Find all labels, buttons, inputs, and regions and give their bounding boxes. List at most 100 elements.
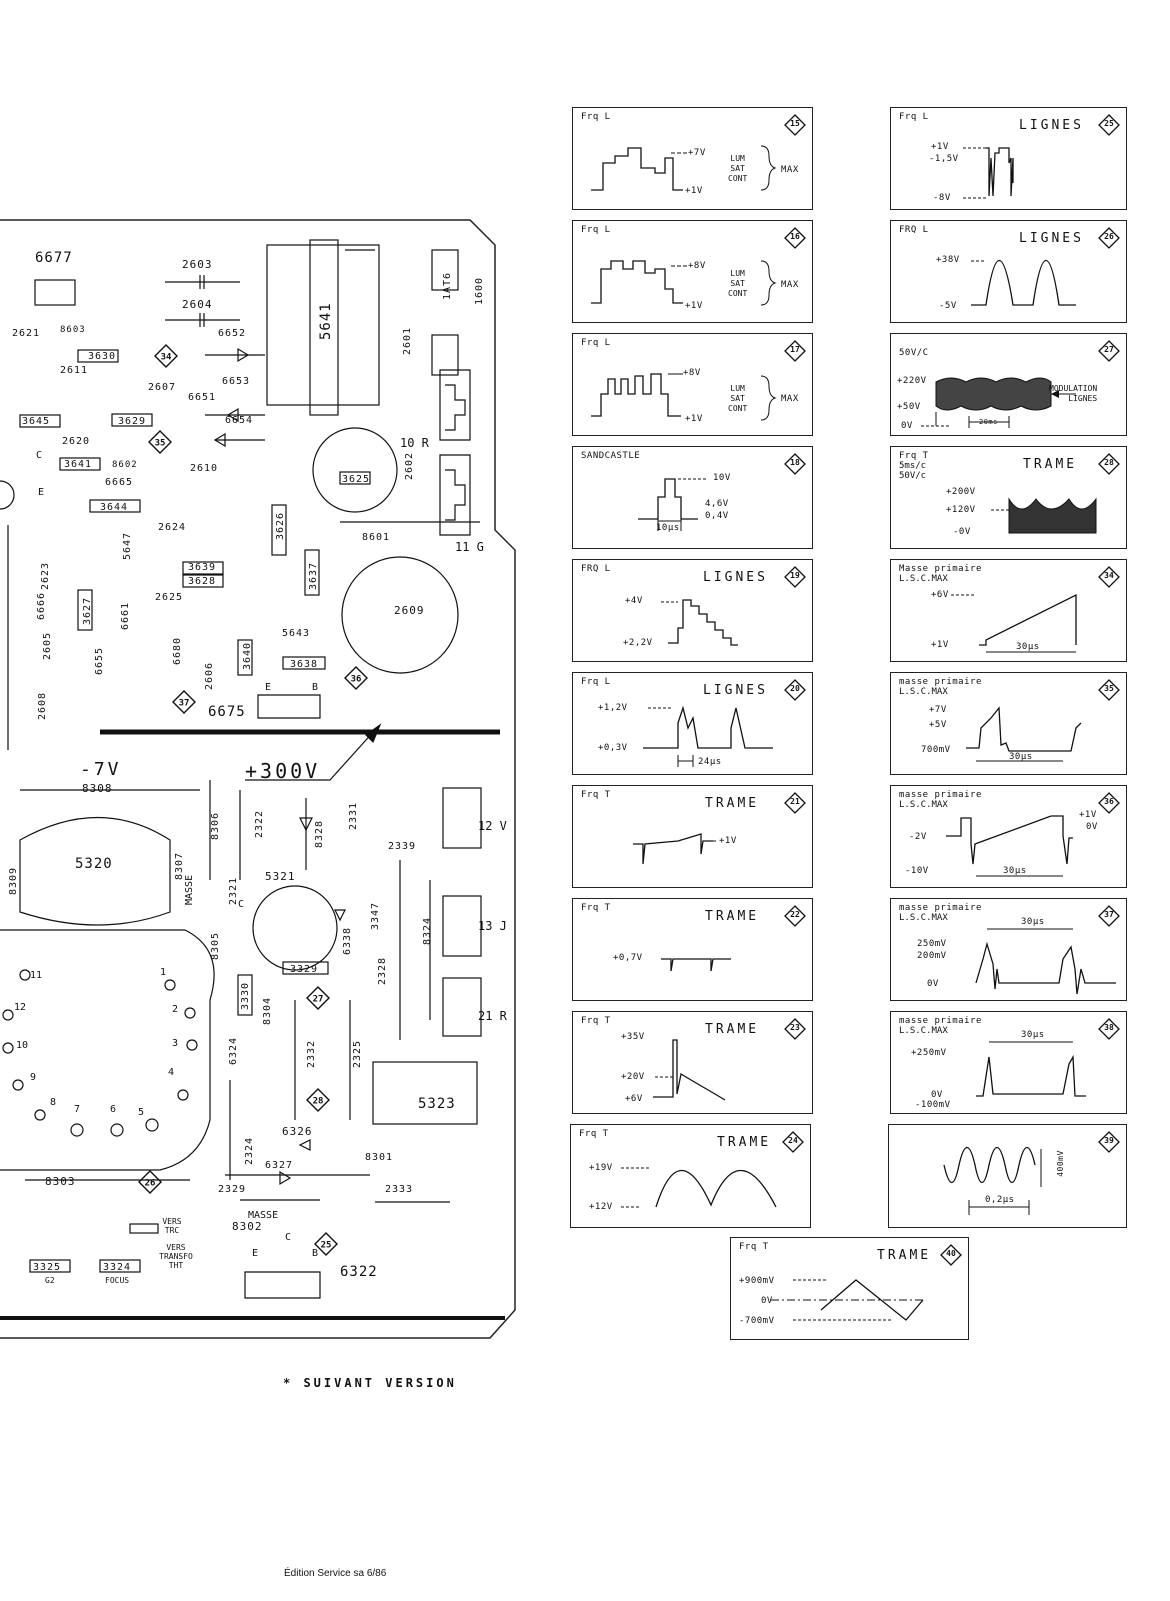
component-2325: 2325 — [352, 1040, 363, 1068]
panel-37-time: 30μs — [1021, 917, 1045, 927]
panel-40-level-0: +900mV — [739, 1276, 775, 1286]
marker-27: 27 — [306, 986, 330, 1010]
component-2620: 2620 — [62, 436, 90, 447]
panel-23-level-2: +6V — [625, 1094, 643, 1104]
panel-39-level-0: 400mV — [1055, 1150, 1065, 1177]
component-2625: 2625 — [155, 592, 183, 603]
panel-23-name: TRAME — [705, 1022, 760, 1037]
component-3324: 3324 — [103, 1262, 131, 1273]
waveform-26 — [971, 259, 1076, 306]
panel-21-badge: 21 — [784, 792, 806, 814]
panel-22-badge: 22 — [784, 905, 806, 927]
component-2324: 2324 — [244, 1137, 255, 1165]
panel-35-level-1: +5V — [929, 720, 947, 730]
component-2602: 2602 — [404, 452, 415, 480]
panel-38-level-0: +250mV — [911, 1048, 947, 1058]
component-6652: 6652 — [218, 328, 246, 339]
waveform-panel-21: Frq T TRAME +1V 21 — [572, 785, 813, 888]
waveform-panel-18: SANDCASTLE 10V 4,6V 0,4V 10μs 18 — [572, 446, 813, 549]
panel-39-time: 0,2μs — [985, 1195, 1015, 1205]
component-2607: 2607 — [148, 382, 176, 393]
component-3347: 3347 — [370, 902, 381, 930]
component-5641: 5641 — [318, 302, 334, 340]
socket-pin-1: 1 — [160, 967, 166, 978]
panel-16-title: Frq L — [581, 225, 611, 235]
panel-38-level-2: -100mV — [915, 1100, 951, 1110]
component-2332: 2332 — [306, 1040, 317, 1068]
panel-37-title: masse primaire — [899, 903, 982, 913]
panel-34-level-1: +1V — [931, 640, 949, 650]
component-3625: 3625 — [342, 474, 370, 485]
panel-25-badge: 25 — [1098, 114, 1120, 136]
panel-37-subtitle: L.S.C.MAX — [899, 913, 948, 923]
waveform-panel-40: Frq T TRAME +900mV 0V -700mV 40 — [730, 1237, 969, 1340]
panel-26-level-1: -5V — [939, 301, 957, 311]
component-6653: 6653 — [222, 376, 250, 387]
component-2609: 2609 — [394, 604, 425, 617]
panel-25-level-2: -8V — [933, 193, 951, 203]
panel-27-level-1: +50V — [897, 402, 921, 412]
panel-23-badge: 23 — [784, 1018, 806, 1040]
panel-36-time: 30μs — [1003, 866, 1027, 876]
socket-pin-2: 2 — [172, 1004, 178, 1015]
waveform-28 — [991, 497, 1097, 534]
label-11g: 11 G — [455, 540, 484, 554]
panel-38-title: masse primaire — [899, 1016, 982, 1026]
svg-text:36: 36 — [351, 675, 362, 685]
panel-16-legend-right: MAX — [781, 280, 799, 290]
component-6661: 6661 — [120, 602, 131, 630]
component-6326: 6326 — [282, 1125, 313, 1138]
waveform-36 — [946, 815, 1073, 877]
panel-25-name: LIGNES — [1019, 118, 1084, 133]
component-6665: 6665 — [105, 477, 133, 488]
socket-pin-4: 4 — [168, 1067, 174, 1078]
panel-28-level-1: +120V — [946, 505, 976, 515]
waveform-17 — [591, 373, 777, 421]
waveform-panel-22: Frq T TRAME +0,7V 22 — [572, 898, 813, 1001]
panel-20-name: LIGNES — [703, 683, 768, 698]
waveform-panel-36: masse primaire L.S.C.MAX +1V 0V -2V -10V… — [890, 785, 1127, 888]
panel-22-title: Frq T — [581, 903, 611, 913]
panel-28-subtitle: 5ms/c 50V/c — [899, 461, 927, 481]
waveform-25 — [963, 147, 1014, 199]
panel-37-level-2: 0V — [927, 979, 939, 989]
component-8306: 8306 — [210, 812, 221, 840]
waveform-40 — [771, 1279, 926, 1321]
marker-28: 28 — [306, 1088, 330, 1112]
panel-18-badge: 18 — [784, 453, 806, 475]
waveform-27 — [921, 377, 1076, 428]
marker-37: 37 — [172, 690, 196, 714]
waveform-23 — [653, 1039, 726, 1101]
waveform-panel-24: Frq T TRAME +19V +12V 24 — [570, 1124, 811, 1228]
panel-38-badge: 38 — [1098, 1018, 1120, 1040]
waveform-panel-28: Frq T 5ms/c 50V/c TRAME +200V +120V -0V … — [890, 446, 1127, 549]
panel-22-name: TRAME — [705, 909, 760, 924]
socket-pin-8: 8 — [50, 1097, 56, 1108]
panel-40-title: Frq T — [739, 1242, 769, 1252]
socket-pin-3: 3 — [172, 1038, 178, 1049]
component-2329: 2329 — [218, 1184, 246, 1195]
panel-15-title: Frq L — [581, 112, 611, 122]
panel-20-level-1: +0,3V — [598, 743, 628, 753]
version-footnote: * SUIVANT VERSION — [283, 1376, 457, 1390]
panel-34-time: 30μs — [1016, 642, 1040, 652]
component-8602: 8602 — [112, 460, 138, 470]
component-6677: 6677 — [35, 250, 73, 266]
panel-20-title: Frq L — [581, 677, 611, 687]
component-6322: 6322 — [340, 1264, 378, 1280]
component-3325: 3325 — [33, 1262, 61, 1273]
svg-text:35: 35 — [155, 439, 166, 449]
panel-15-badge: 15 — [784, 114, 806, 136]
component-2331: 2331 — [348, 802, 359, 830]
component-2611: 2611 — [60, 365, 88, 376]
waveform-35 — [966, 706, 1082, 762]
panel-28-badge: 28 — [1098, 453, 1120, 475]
waveform-39 — [943, 1146, 1042, 1215]
panel-28-title: Frq T — [899, 451, 929, 461]
panel-35-time: 30μs — [1009, 752, 1033, 762]
svg-text:25: 25 — [321, 1241, 332, 1251]
